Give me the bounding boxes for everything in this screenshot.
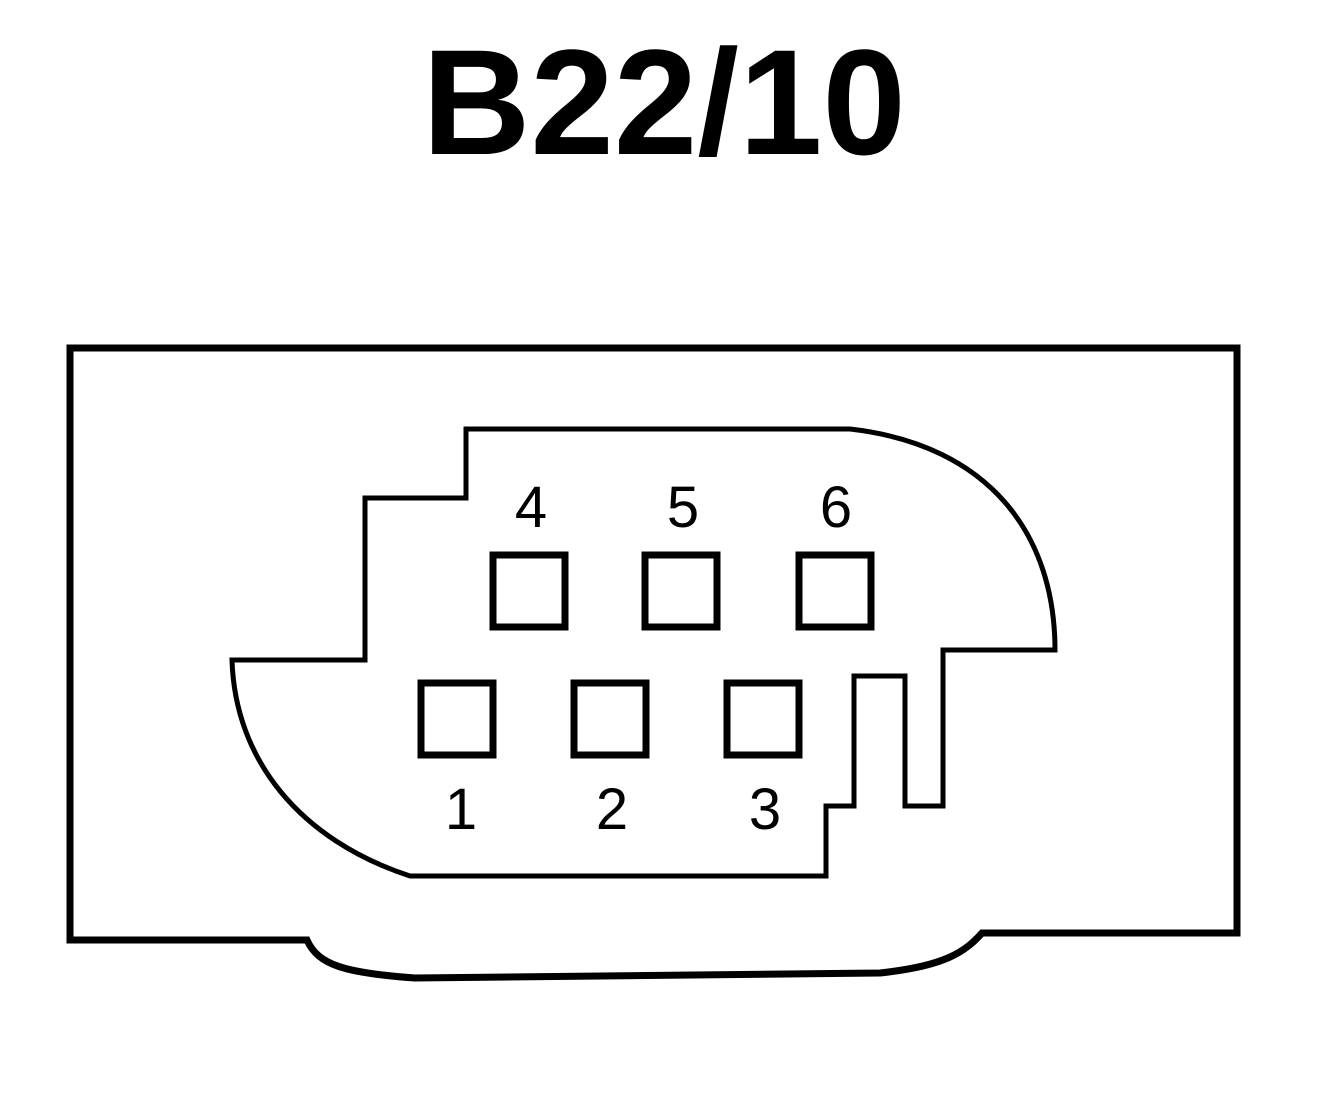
pin-6-terminal xyxy=(795,551,875,631)
pin-3-terminal xyxy=(723,679,803,759)
pin-label-2: 2 xyxy=(596,777,628,842)
pin-2-terminal xyxy=(570,679,650,759)
connector-housing-outline xyxy=(66,344,1241,982)
pin-label-3: 3 xyxy=(749,777,781,842)
pin-label-6: 6 xyxy=(820,475,852,540)
diagram-title: B22/10 xyxy=(422,18,906,186)
connector-cavity-outline xyxy=(229,426,1058,879)
pin-4-terminal xyxy=(489,551,569,631)
pin-label-4: 4 xyxy=(515,475,547,540)
pin-1-terminal xyxy=(417,679,497,759)
pin-label-1: 1 xyxy=(445,777,477,842)
pin-label-5: 5 xyxy=(667,475,699,540)
pin-5-terminal xyxy=(641,551,721,631)
